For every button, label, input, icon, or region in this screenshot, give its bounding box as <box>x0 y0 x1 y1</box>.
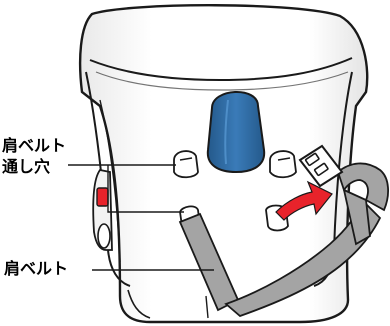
left-side-dial <box>98 224 110 248</box>
shoulder-belt-hole-label: 肩ベルト 通し穴 <box>2 135 66 177</box>
red-release-lever <box>97 188 108 206</box>
shoulder-belt-hole-label-line1: 肩ベルト <box>2 135 66 156</box>
belt-hole-upper-left <box>174 151 198 177</box>
belt-hole-upper-right <box>270 151 296 177</box>
shoulder-belt-label: 肩ベルト <box>4 258 68 279</box>
headrest-panel <box>208 92 264 172</box>
shoulder-belt-hole-label-line2: 通し穴 <box>2 156 66 177</box>
